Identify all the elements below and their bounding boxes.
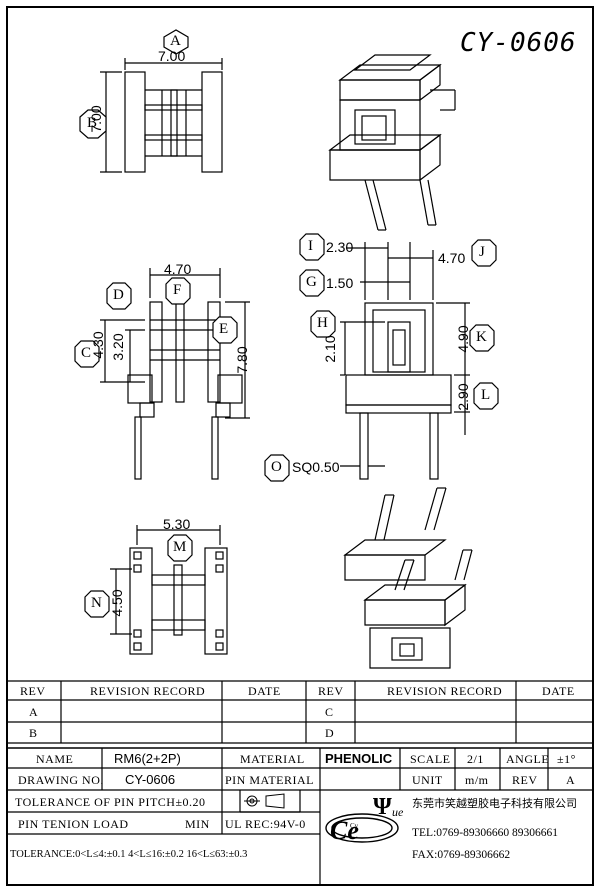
callout-k-icon: [469, 324, 495, 352]
callout-l-icon: [473, 382, 499, 410]
dim-a-value: 7.00: [158, 48, 186, 64]
tolerance-note: TOLERANCE:0<L≤4:±0.1 4<L≤16:±0.2 16<L≤63…: [10, 849, 248, 860]
callout-c-icon: [74, 340, 100, 368]
dim-j-value: 4.70: [438, 250, 466, 266]
callout-b-label: B: [87, 115, 98, 131]
dim-m-value: 5.30: [163, 516, 191, 532]
rev-header-left: REV: [20, 684, 46, 698]
logo-psi: Ψ: [373, 794, 392, 820]
unit-label: UNIT: [412, 773, 443, 787]
dim-o-value: SQ0.50: [292, 459, 340, 475]
callout-h-icon: [310, 310, 336, 338]
angle-label: ANGLE: [506, 752, 550, 766]
material-label: MATERIAL: [240, 752, 305, 766]
callout-d-label: D: [113, 287, 124, 303]
callout-o-label: O: [271, 459, 282, 475]
callout-g-icon: [299, 269, 325, 297]
rev-value: A: [566, 773, 576, 787]
drawing-no-label: DRAWING NO.: [18, 773, 104, 787]
revision-record-header-right: REVISION RECORD: [387, 684, 503, 698]
ul-rec: UL REC:94V-0: [225, 817, 306, 831]
name-label: NAME: [36, 752, 74, 766]
callout-e-label: E: [219, 321, 229, 337]
callout-a-icon: [163, 29, 189, 55]
callout-n-icon: [84, 590, 110, 618]
callout-k-label: K: [476, 329, 487, 345]
callout-o-icon: [264, 454, 290, 482]
angle-value: ±1°: [557, 752, 576, 766]
scale-value: 2/1: [467, 752, 484, 766]
date-header-left: DATE: [248, 684, 281, 698]
name-value: RM6(2+2P): [114, 751, 181, 766]
dim-f-value: 4.70: [164, 261, 192, 277]
dim-i-value: 2.30: [326, 239, 354, 255]
callout-j-label: J: [479, 244, 485, 260]
rev-row-d: D: [325, 726, 335, 740]
company-tel: TEL:0769-89306660 89306661: [412, 827, 558, 839]
tolerance-pitch: TOLERANCE OF PIN PITCH±0.20: [15, 795, 206, 809]
callout-b-icon: [79, 109, 107, 139]
logo-letters: Cy: [350, 822, 359, 830]
callout-g-label: G: [306, 274, 317, 290]
drawing-title: CY-0606: [460, 28, 577, 58]
unit-value: m/m: [465, 773, 489, 787]
callout-d-icon: [106, 282, 132, 310]
revision-record-header-left: REVISION RECORD: [90, 684, 206, 698]
callout-f-label: F: [173, 282, 182, 298]
rev-row-a: A: [29, 705, 39, 719]
rev-row-c: C: [325, 705, 334, 719]
callout-j-icon: [471, 239, 497, 267]
logo-ue: ue: [392, 805, 404, 819]
rev-header-right: REV: [318, 684, 344, 698]
callout-i-label: I: [308, 238, 313, 254]
callout-l-label: L: [481, 387, 491, 403]
callout-e-icon: [212, 316, 238, 344]
pin-tension-min: MIN: [185, 817, 210, 831]
callout-m-icon: [167, 534, 193, 562]
drawing-no-value: CY-0606: [125, 772, 176, 787]
callout-f-icon: [165, 277, 191, 305]
callout-m-label: M: [173, 539, 187, 555]
callout-i-icon: [299, 233, 325, 261]
callout-a-label: A: [170, 33, 181, 49]
rev-label: REV: [512, 773, 538, 787]
pin-tension-label: PIN TENION LOAD: [18, 817, 129, 831]
company-name: 东莞市笑越塑胶电子科技有限公司: [412, 797, 577, 810]
dim-g-value: 1.50: [326, 275, 354, 291]
company-fax: FAX:0769-89306662: [412, 849, 511, 861]
logo-ce: Ce: [330, 816, 359, 845]
pin-material-label: PIN MATERIAL: [225, 773, 314, 787]
callout-c-label: C: [81, 345, 92, 361]
drawing-sheet: [6, 6, 594, 886]
scale-label: SCALE: [410, 752, 451, 766]
rev-row-b: B: [29, 726, 38, 740]
date-header-right: DATE: [542, 684, 575, 698]
callout-h-label: H: [317, 315, 328, 331]
callout-n-label: N: [91, 595, 102, 611]
material-value: PHENOLIC: [325, 751, 393, 766]
